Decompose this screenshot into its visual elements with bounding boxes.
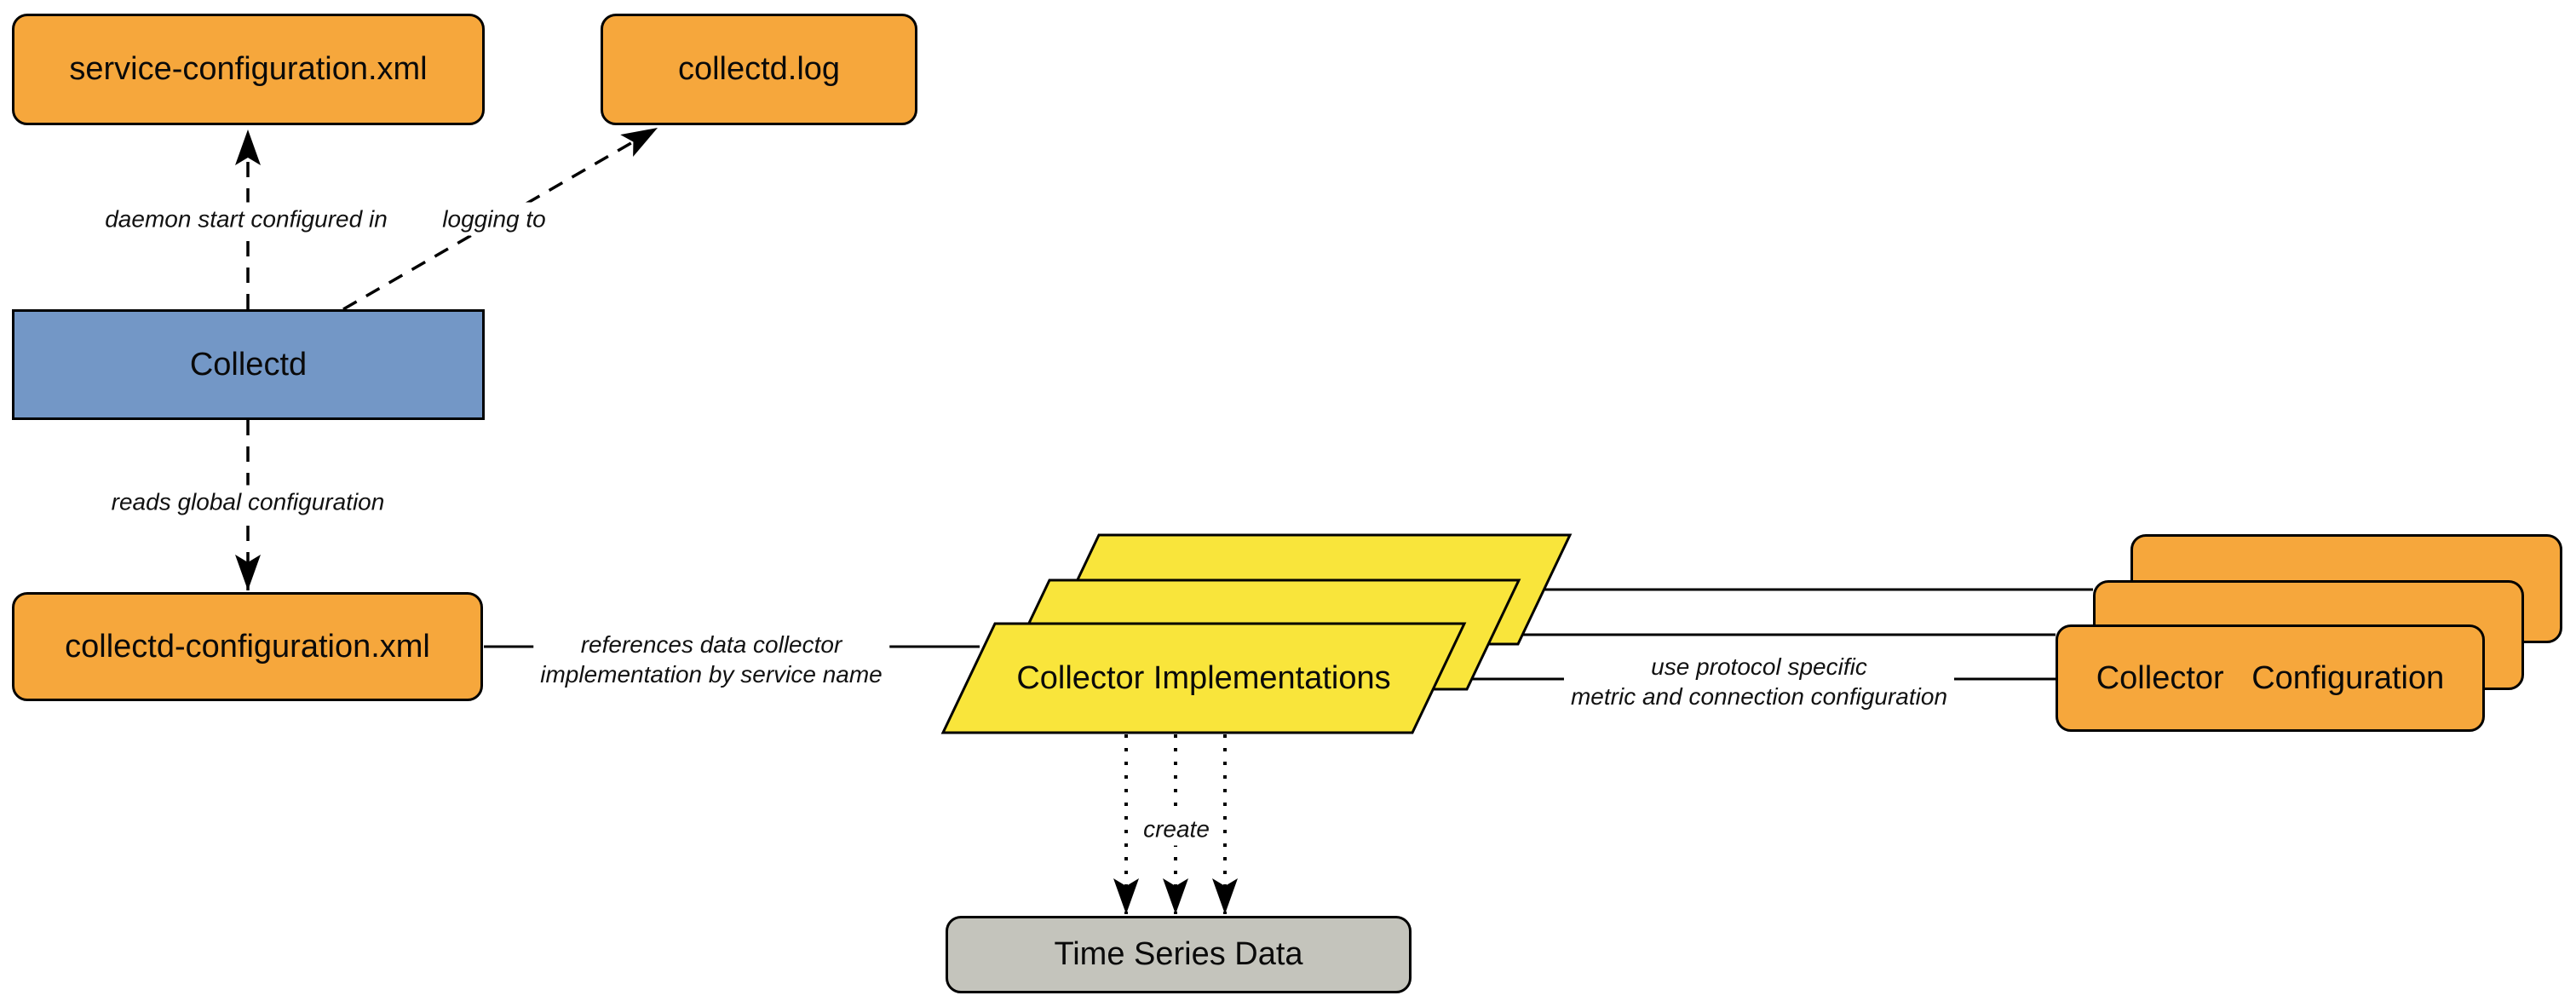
node-collector-configuration: Collector Configuration <box>2056 624 2485 732</box>
edge-label-logging-to: logging to <box>435 202 553 236</box>
edge-label-create: create <box>1136 812 1216 846</box>
node-label: Collector Implementations <box>1016 659 1391 696</box>
node-collectd-log: collectd.log <box>601 14 917 125</box>
edge-label-daemon-start: daemon start configured in <box>98 202 394 236</box>
node-label: Collectd <box>189 346 308 383</box>
edge-label-reads-global: reads global configuration <box>104 485 392 519</box>
edge-label-references: references data collector implementation… <box>533 628 889 691</box>
edge-logging-to-line <box>342 126 658 311</box>
node-collector-implementations-label: Collector Implementations <box>963 624 1445 733</box>
node-collectd: Collectd <box>12 309 485 420</box>
node-label: service-configuration.xml <box>69 51 428 87</box>
node-service-configuration-xml: service-configuration.xml <box>12 14 485 125</box>
node-label: Collector Configuration <box>2096 659 2445 696</box>
node-label: collectd.log <box>677 51 841 87</box>
node-label: collectd-configuration.xml <box>65 628 430 665</box>
node-collectd-configuration-xml: collectd-configuration.xml <box>12 592 483 701</box>
node-label: Time Series Data <box>1054 936 1303 972</box>
edge-label-use-protocol: use protocol specific metric and connect… <box>1563 650 1955 713</box>
collector-implementations-layer-front <box>940 622 1467 734</box>
node-time-series-data: Time Series Data <box>946 916 1412 993</box>
